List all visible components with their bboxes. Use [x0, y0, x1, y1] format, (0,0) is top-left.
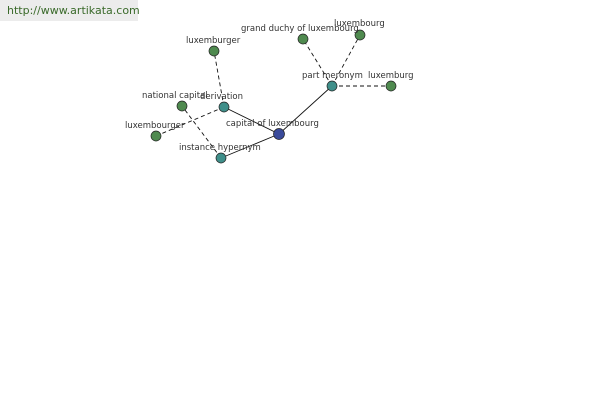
node-word-national-capital[interactable]	[176, 100, 188, 112]
edge-rel-part-meronym-to-word-grand-duchy	[302, 38, 333, 87]
node-label-rel-instance-hypernym[interactable]: instance hypernym	[179, 143, 261, 153]
node-label-word-luxemburger[interactable]: luxemburger	[186, 36, 241, 46]
node-label-word-luxembourger[interactable]: luxembourger	[125, 121, 185, 131]
node-label-word-grand-duchy[interactable]: grand duchy of luxembourg	[241, 24, 359, 34]
edge-center-to-rel-derivation	[223, 106, 280, 135]
node-label-word-luxemburg[interactable]: luxemburg	[368, 71, 414, 81]
edge-center-to-rel-instance-hypernym	[220, 133, 280, 159]
node-word-luxembourger[interactable]	[150, 130, 162, 142]
node-label-rel-part-meronym[interactable]: part meronym	[302, 71, 363, 81]
node-label-word-national-capital[interactable]: national capital	[142, 91, 208, 101]
site-url-link[interactable]: http://www.artikata.com	[0, 0, 140, 21]
nodes-layer	[150, 29, 397, 164]
node-label-rel-derivation[interactable]: derivation	[200, 92, 243, 102]
node-rel-derivation[interactable]	[218, 101, 230, 113]
node-word-luxemburg[interactable]	[385, 80, 397, 92]
edge-rel-derivation-to-word-luxemburger	[213, 50, 225, 108]
edge-rel-derivation-to-word-luxembourger	[155, 106, 225, 137]
edge-rel-instance-hypernym-to-word-national-capital	[181, 105, 222, 159]
node-word-grand-duchy[interactable]	[297, 33, 309, 45]
edges-layer	[155, 34, 391, 159]
node-word-luxembourg[interactable]	[354, 29, 366, 41]
node-center[interactable]	[273, 128, 285, 140]
edge-rel-part-meronym-to-word-luxembourg	[331, 34, 361, 87]
edge-center-to-rel-part-meronym	[278, 85, 333, 135]
node-rel-instance-hypernym[interactable]	[215, 152, 227, 164]
labels-layer: capital of luxembourg part meronym derivat…	[125, 19, 414, 153]
node-label-word-luxembourg[interactable]: luxembourg	[334, 19, 385, 29]
node-rel-part-meronym[interactable]	[326, 80, 338, 92]
node-word-luxemburger[interactable]	[208, 45, 220, 57]
node-label-center[interactable]: capital of luxembourg	[226, 119, 319, 129]
